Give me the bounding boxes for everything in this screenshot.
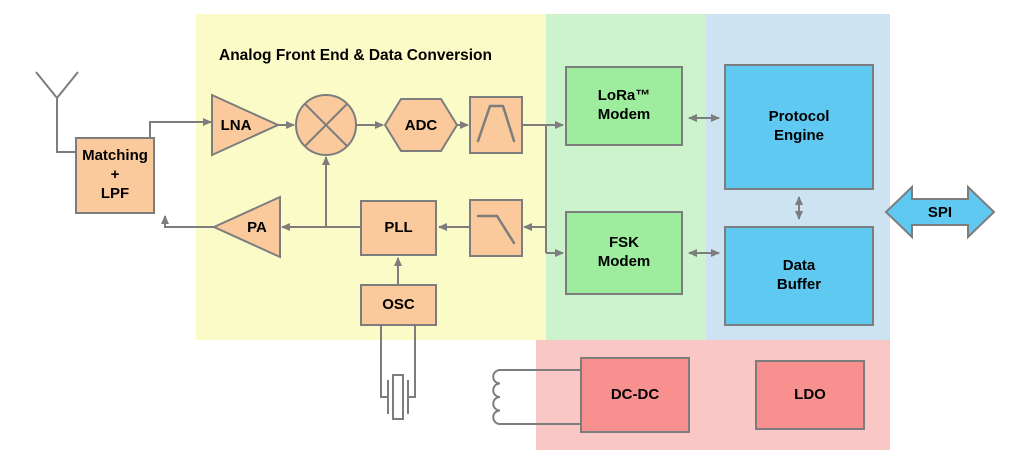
pa-amplifier: PA: [211, 195, 281, 259]
lora-modem-block: LoRa™ Modem: [565, 66, 683, 146]
spi-bidirectional-arrow-icon: SPI: [884, 184, 996, 240]
afe-title: Analog Front End & Data Conversion: [219, 47, 492, 64]
wire-matching-to-lna: [149, 118, 212, 137]
crystal-icon: [380, 326, 416, 420]
data-buffer-block: Data Buffer: [724, 226, 874, 326]
mixer-icon: [295, 94, 357, 156]
adc-label: ADC: [405, 117, 438, 134]
inductor-icon: [492, 369, 580, 425]
pll-block: PLL: [360, 200, 437, 256]
lna-amplifier: LNA: [211, 93, 281, 157]
connector-lines: [149, 114, 803, 284]
ldo-block: LDO: [755, 360, 865, 430]
adc-block: ADC: [383, 98, 459, 152]
lowpass-filter-icon: [469, 199, 523, 257]
osc-block: OSC: [360, 284, 437, 326]
matching-lpf-block: Matching + LPF: [75, 137, 155, 214]
spi-label: SPI: [928, 204, 952, 221]
fsk-modem-block: FSK Modem: [565, 211, 683, 295]
antenna-icon: [35, 71, 79, 153]
lna-label: LNA: [221, 117, 252, 134]
pa-label: PA: [247, 219, 267, 236]
dcdc-block: DC-DC: [580, 357, 690, 433]
bandpass-filter-icon: [469, 96, 523, 154]
wire-pa-to-matching: [161, 215, 214, 228]
protocol-engine-block: Protocol Engine: [724, 64, 874, 190]
